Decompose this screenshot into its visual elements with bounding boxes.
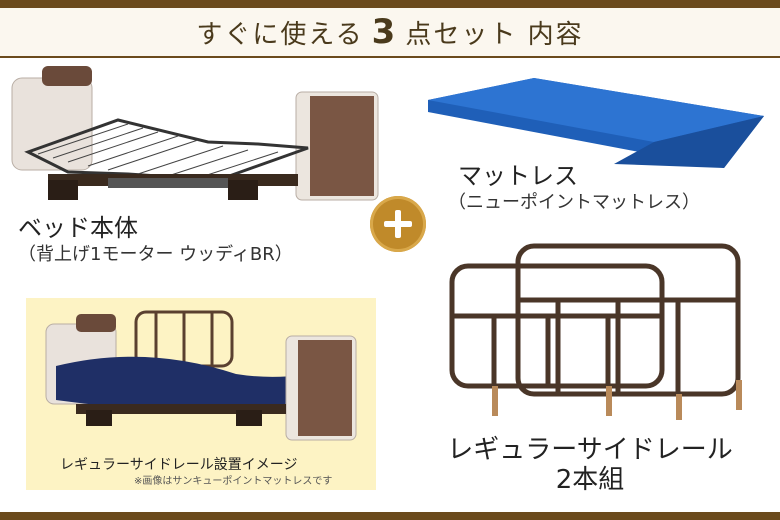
bed-image [11,66,379,201]
siderail-name-line1: レギュラーサイドレール [447,435,733,465]
photo-caption: レギュラーサイドレール設置イメージ [60,457,298,473]
top-border [0,0,780,8]
bed-with-rail-image [45,310,357,441]
title-number: 3 [371,12,398,52]
siderail-name: レギュラーサイドレール 2本組 [420,435,760,496]
mattress-name: マットレス [458,162,578,190]
mattress-detail: （ニューポイントマットレス） [448,192,700,213]
header-band: すぐに使える 3 点セット 内容 [0,8,780,58]
title-text-after: 点セット 内容 [405,20,584,50]
bed-detail: （背上げ1モーター ウッディBR） [18,244,293,265]
siderail-name-line2: 2本組 [555,464,625,495]
siderail-image [449,243,742,420]
photo-note: ※画像はサンキューポイントマットレスです [134,476,333,487]
mattress-image [428,78,764,168]
title-text-before: すぐに使える [196,20,364,50]
plus-icon [370,196,426,252]
installation-photo: レギュラーサイドレール設置イメージ ※画像はサンキューポイントマットレスです [26,298,376,490]
bed-name: ベッド本体 [18,214,138,242]
page-title: すぐに使える 3 点セット 内容 [196,12,583,52]
bottom-border [0,512,780,520]
